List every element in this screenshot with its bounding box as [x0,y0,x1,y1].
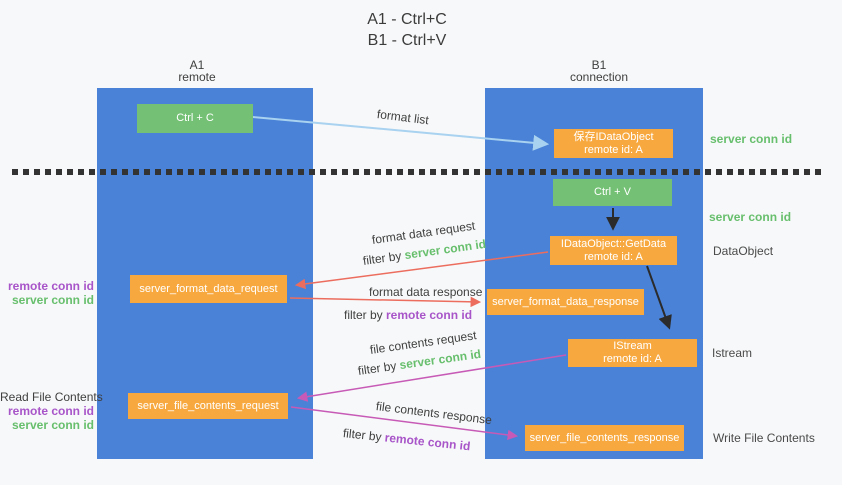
arrow-getdata-to-istream [646,265,672,330]
right-label-server-conn-id-mid: server conn id [709,210,792,224]
right-label-write-file-contents: Write File Contents [713,431,815,445]
node-istream-line2: remote id: A [603,353,662,365]
remote-conn-id-text: remote conn id [386,308,473,322]
node-ctrl-v: Ctrl + V [553,179,672,206]
left-remote-conn-id-2: remote conn id [7,404,94,418]
node-server-format-data-response-label: server_format_data_response [492,295,639,308]
left-remote-conn-id-1: remote conn id [7,279,94,293]
right-label-server-conn-id-top: server conn id [710,132,793,146]
node-server-format-data-response: server_format_data_response [487,289,644,315]
right-label-dataobject: DataObject [713,244,774,258]
node-ctrl-c-label: Ctrl + C [176,112,214,124]
column-header-b1: B1 connection [539,59,659,83]
left-read-file-contents: Read File Contents [0,390,103,404]
left-server-conn-id-2: server conn id [11,418,94,432]
arrow-format-data-response [289,296,482,308]
left-label-conn-ids-format: remote conn id server conn id [0,279,94,307]
page-title: A1 - Ctrl+C B1 - Ctrl+V [307,9,507,51]
phase-separator-dashed-line [12,169,822,175]
arrow-format-data-request [294,251,549,290]
edge-label-filter-remote-conn-1: filter by remote conn id [344,308,472,322]
right-label-istream: Istream [712,346,753,360]
node-idataobject-getdata: IDataObject::GetData remote id: A [550,236,677,265]
node-server-file-contents-response-label: server_file_contents_response [529,431,680,444]
left-server-conn-id-1: server conn id [11,293,94,307]
arrow-file-contents-response [290,406,519,441]
node-save-idataobject-line2: remote id: A [584,143,643,156]
node-istream: IStream remote id: A [568,339,697,367]
node-istream-line1: IStream [613,340,652,352]
column-b1-id: B1 [591,58,607,72]
edge-label-format-data-response: format data response [369,285,483,299]
node-ctrl-v-label: Ctrl + V [594,186,631,198]
left-label-read-file-contents-group: Read File Contents remote conn id server… [0,390,103,432]
column-a1-role: remote [178,70,216,84]
column-header-a1: A1 remote [137,59,257,83]
title-line-1: A1 - Ctrl+C [367,11,447,28]
arrow-file-contents-request [296,354,567,402]
node-server-file-contents-request-label: server_file_contents_request [137,399,279,412]
node-server-file-contents-request: server_file_contents_request [128,393,288,419]
node-save-idataobject-line1: 保存IDataObject [573,130,654,143]
node-idataobject-getdata-line1: IDataObject::GetData [560,237,667,250]
node-server-format-data-request: server_format_data_request [130,275,287,303]
arrow-format-list [252,116,550,151]
node-ctrl-c: Ctrl + C [137,104,253,133]
node-save-idataobject: 保存IDataObject remote id: A [554,129,673,158]
filter-by-text: filter by [344,308,387,322]
column-a1-id: A1 [189,58,205,72]
node-server-file-contents-response: server_file_contents_response [525,425,684,451]
node-server-format-data-request-label: server_format_data_request [139,282,278,295]
node-idataobject-getdata-line2: remote id: A [584,250,643,263]
title-line-2: B1 - Ctrl+V [367,32,447,49]
column-b1-role: connection [569,70,629,84]
